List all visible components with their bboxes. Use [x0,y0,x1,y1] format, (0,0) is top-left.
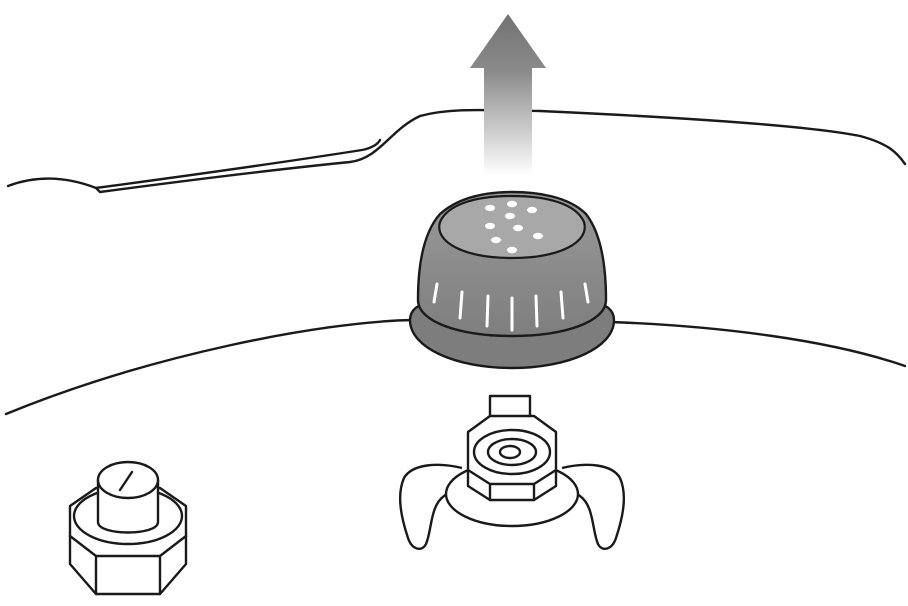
float-valve [398,394,626,550]
vent-cap-holes [485,200,543,254]
valve-hex-face [466,468,558,502]
lid-front-edge [4,318,414,416]
lid-front-edge-right [608,320,907,368]
vent-cap-ridges [432,282,590,332]
up-arrow-icon [470,14,546,176]
lid-groove [94,138,382,190]
valve-hole [498,444,522,460]
lid-back-edge [6,108,907,194]
vent-cap-top [438,194,586,260]
knob-indicator [118,470,134,492]
knob-hex-face [68,534,188,596]
vent-cap [408,190,616,370]
pressure-knob [68,460,188,596]
